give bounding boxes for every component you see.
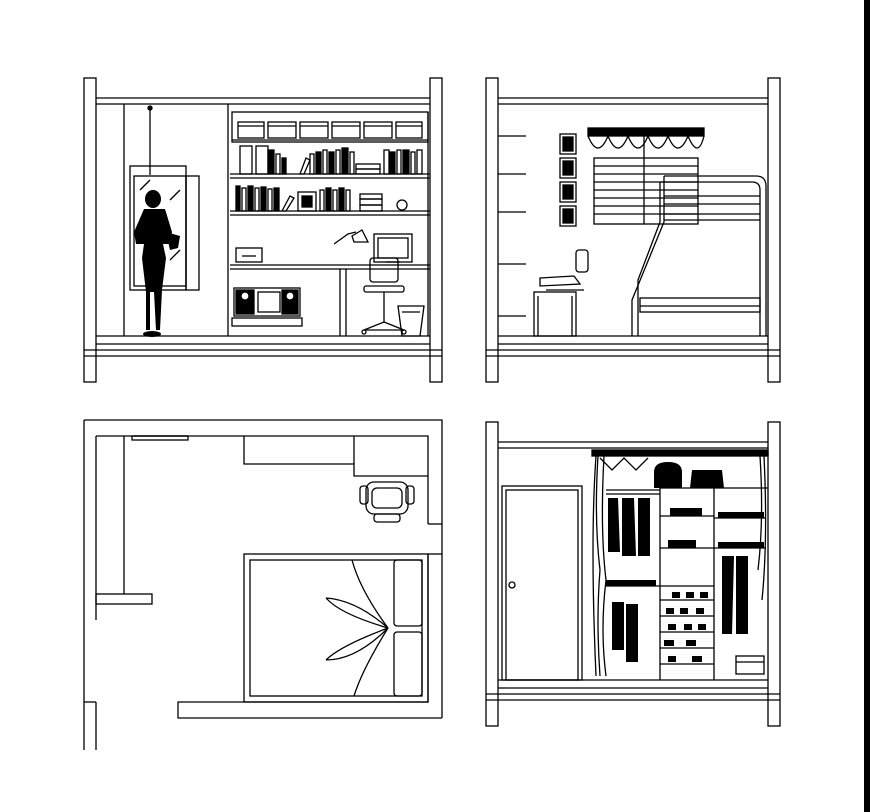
bags-icon	[654, 462, 724, 488]
books-row-middle	[235, 185, 408, 212]
section-frame	[485, 421, 781, 727]
desk-with-lamp-and-monitor	[235, 229, 413, 336]
floor-plan-bedroom	[83, 419, 443, 750]
plan-walls	[83, 419, 443, 750]
section-frame	[485, 77, 781, 383]
storage-box	[735, 655, 765, 675]
plan-chair-icon	[359, 481, 415, 523]
door	[501, 485, 583, 681]
hanging-clothes-right	[718, 512, 764, 634]
folded-items-and-shoes	[664, 508, 708, 662]
closet-curtains	[591, 449, 769, 677]
books-row-upper	[239, 145, 423, 175]
waste-bin	[397, 305, 425, 337]
window-column	[123, 104, 229, 336]
person-silhouette-icon	[134, 190, 180, 337]
plan-desk	[243, 436, 428, 477]
bunk-bed	[631, 175, 767, 336]
hanging-clothes-left	[606, 498, 656, 662]
section-frame	[83, 77, 443, 383]
storage-boxes	[237, 121, 423, 139]
right-border-bar	[864, 0, 870, 812]
picture-frames	[559, 133, 577, 227]
elevation-closet-wall	[485, 421, 781, 727]
elevation-bunk-bed-wall	[485, 77, 781, 383]
elevation-study-wall	[83, 77, 443, 383]
window-with-blinds	[587, 127, 705, 225]
desk-chair	[533, 249, 589, 337]
wall-shelves	[498, 135, 526, 317]
plan-double-bed	[243, 553, 429, 703]
stereo-speakers-icon	[231, 287, 303, 327]
